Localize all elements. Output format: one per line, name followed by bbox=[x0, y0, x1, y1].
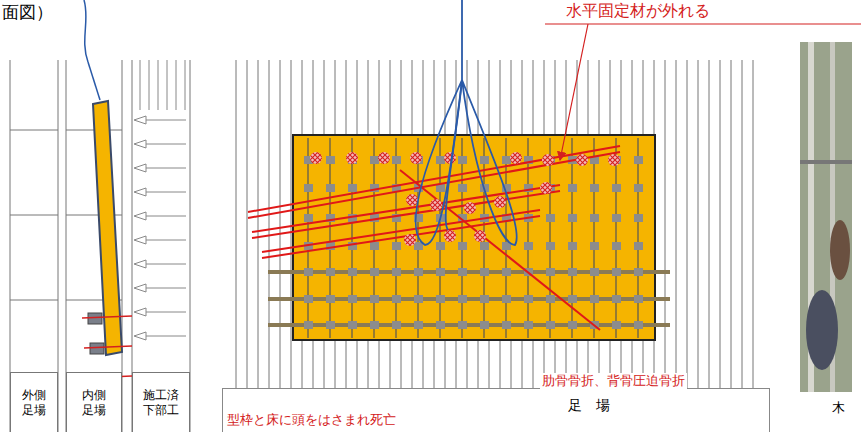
node-label: 内側 足場 bbox=[75, 388, 113, 417]
scaffold-column: 内側 足場 bbox=[66, 372, 122, 432]
scaffold-column: 施工済 下部工 bbox=[132, 372, 190, 432]
node-label: 外側 足場 bbox=[15, 388, 53, 417]
scaffold-columns bbox=[10, 60, 190, 432]
node-label: 施工済 下部工 bbox=[142, 388, 180, 417]
node-label: 足場 bbox=[568, 397, 624, 414]
scaffold-column: 外側 足場 bbox=[10, 372, 58, 432]
injury-note: 型枠と床に頭をはさまれ死亡 bbox=[225, 412, 398, 428]
section-title: 面図） bbox=[2, 2, 53, 22]
photo-caption: 木 bbox=[832, 400, 845, 416]
injury-note: 肋骨骨折、背骨圧迫骨折 bbox=[540, 373, 687, 389]
callout-note: 水平固定材が外れる bbox=[566, 1, 710, 20]
